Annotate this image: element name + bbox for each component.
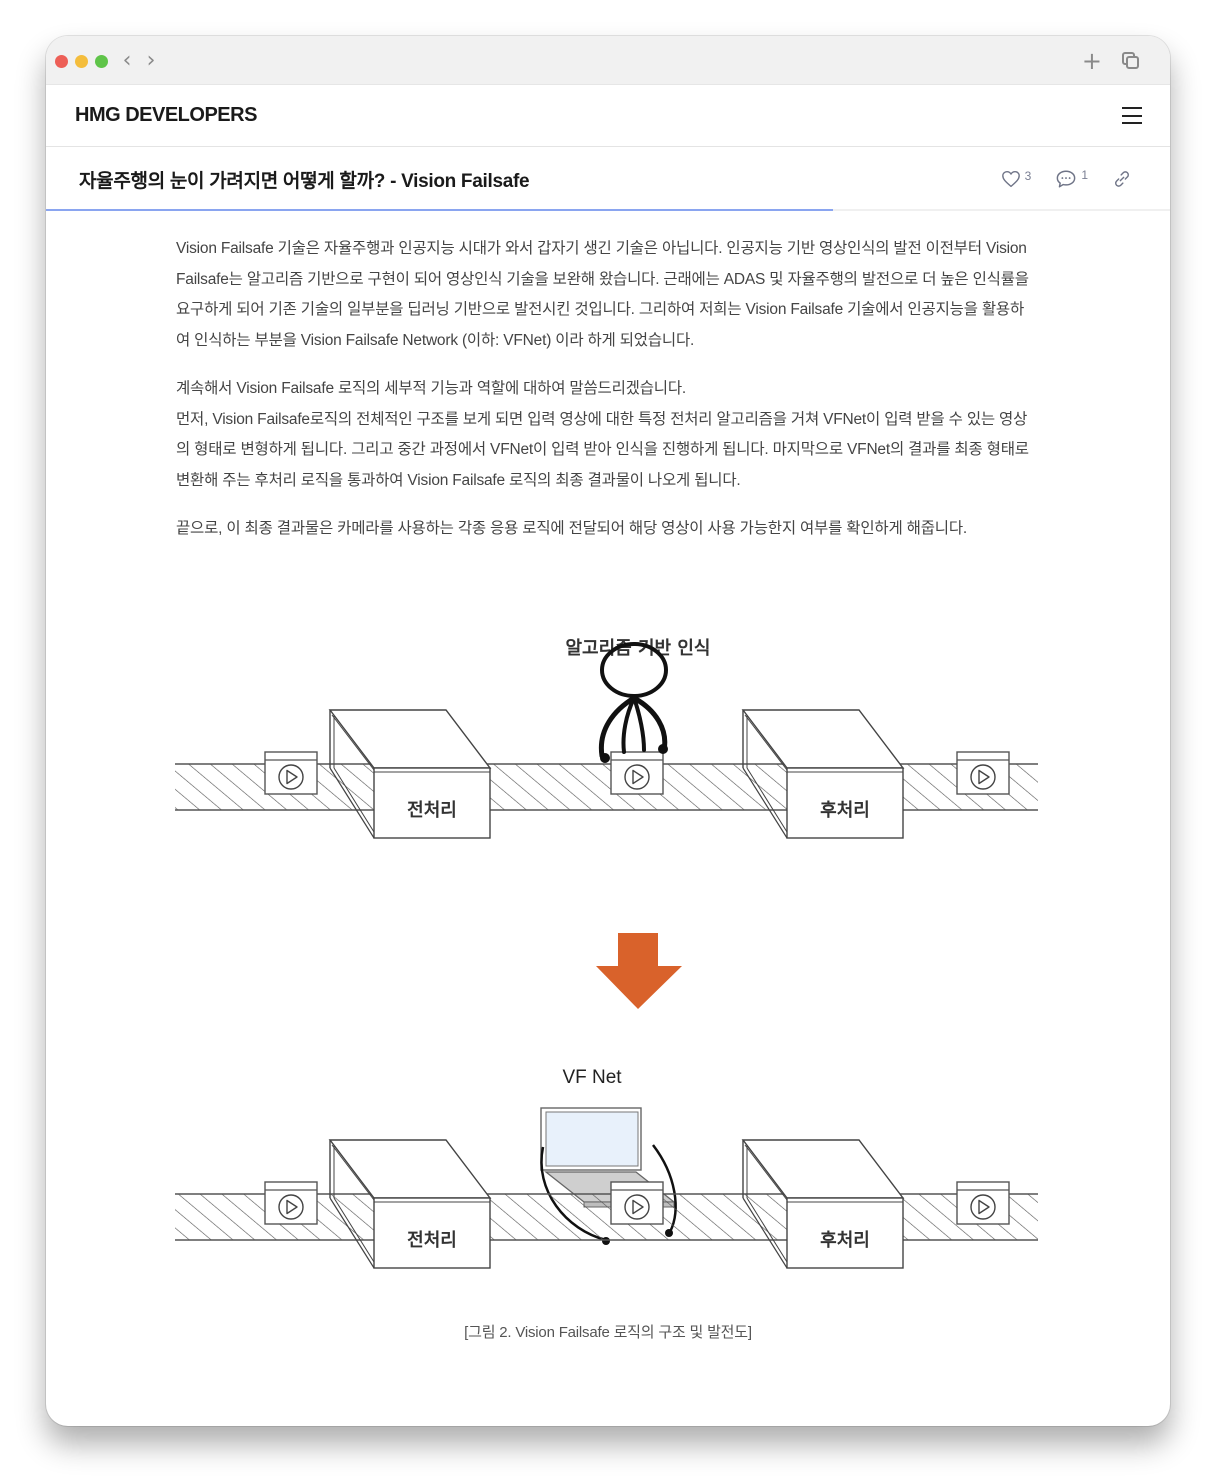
figure-caption: [그림 2. Vision Failsafe 로직의 구조 및 발전도] bbox=[464, 1324, 752, 1341]
back-icon[interactable]: ‹ bbox=[122, 48, 132, 73]
forward-icon[interactable]: › bbox=[146, 48, 156, 73]
share-link-button[interactable] bbox=[1112, 169, 1132, 189]
article-paragraph: Vision Failsafe 기술은 자율주행과 인공지능 시대가 와서 갑자… bbox=[176, 240, 1029, 349]
link-icon bbox=[1115, 171, 1129, 187]
minimize-window-button[interactable] bbox=[75, 55, 88, 68]
diagram-label-vfnet: VF Net bbox=[562, 1067, 622, 1088]
svg-text:전처리: 전처리 bbox=[407, 800, 457, 821]
svg-text:후처리: 후처리 bbox=[820, 1230, 870, 1251]
svg-text:후처리: 후처리 bbox=[820, 800, 870, 821]
reading-progress-fill bbox=[46, 209, 833, 211]
down-arrow-icon bbox=[596, 933, 682, 1009]
person-icon bbox=[598, 642, 668, 763]
hamburger-menu-icon[interactable] bbox=[1122, 107, 1142, 124]
comment-count: 1 bbox=[1081, 168, 1088, 182]
svg-text:전처리: 전처리 bbox=[407, 1230, 457, 1251]
article-title: 자율주행의 눈이 가려지면 어떻게 할까? - Vision Failsafe bbox=[79, 171, 530, 192]
browser-window: ‹ › + HMG DEVELOPERS 자율주행의 눈이 가려지면 어떻게 할… bbox=[46, 36, 1170, 1426]
figure-vision-failsafe-diagram: 알고리즘 기반 인식 전처리 후처리 bbox=[46, 590, 1170, 1330]
maximize-window-button[interactable] bbox=[95, 55, 108, 68]
reading-progress-bar bbox=[46, 209, 1170, 211]
diagram-illustration: 알고리즘 기반 인식 전처리 후처리 bbox=[175, 638, 1038, 1269]
article-body: Vision Failsafe 기술은 자율주행과 인공지능 시대가 와서 갑자… bbox=[176, 234, 1038, 545]
heart-icon bbox=[1001, 170, 1020, 188]
site-header: HMG DEVELOPERS bbox=[46, 85, 1170, 147]
article-paragraph: 끝으로, 이 최종 결과물은 카메라를 사용하는 각종 응용 로직에 전달되어 … bbox=[176, 520, 967, 537]
close-window-button[interactable] bbox=[55, 55, 68, 68]
traffic-lights bbox=[55, 55, 108, 68]
like-count: 3 bbox=[1024, 169, 1032, 183]
diagram-label-algorithm: 알고리즘 기반 인식 bbox=[565, 638, 710, 659]
browser-titlebar: ‹ › + bbox=[46, 36, 1170, 85]
site-logo[interactable]: HMG DEVELOPERS bbox=[75, 104, 257, 126]
comment-button[interactable]: 1 bbox=[1055, 169, 1088, 189]
tabs-overview-icon[interactable] bbox=[1122, 52, 1140, 70]
comment-icon bbox=[1056, 170, 1076, 188]
article-paragraph: 계속해서 Vision Failsafe 로직의 세부적 기능과 역할에 대하여… bbox=[176, 380, 1029, 489]
new-tab-icon[interactable]: + bbox=[1081, 47, 1102, 75]
article-header-bar: 자율주행의 눈이 가려지면 어떻게 할까? - Vision Failsafe … bbox=[46, 147, 1170, 211]
like-button[interactable]: 3 bbox=[1001, 169, 1032, 188]
